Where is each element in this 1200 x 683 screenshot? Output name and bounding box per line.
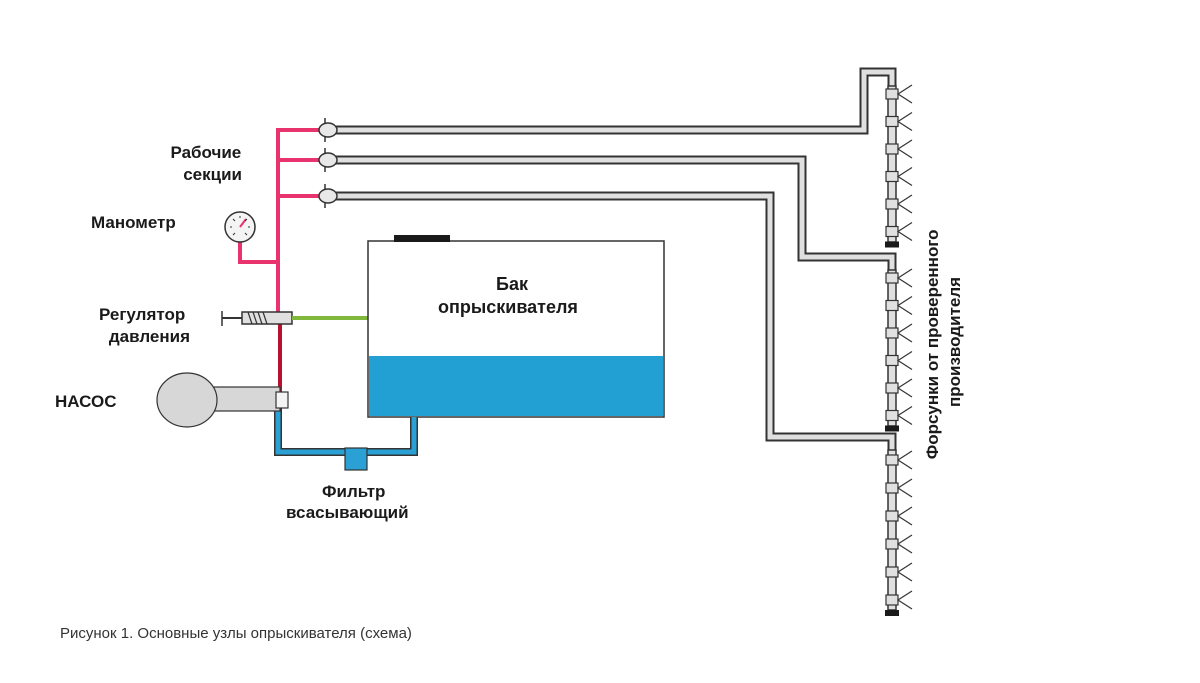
boom-pipe-section-2 — [336, 155, 897, 272]
suction-filter — [344, 447, 368, 471]
boom-end-cap — [885, 425, 899, 432]
nozzle — [885, 590, 913, 610]
tank — [367, 235, 665, 418]
pressure-regulator-label: Регулятор давления — [99, 305, 190, 346]
nozzle — [885, 506, 913, 526]
pump-icon — [156, 372, 289, 428]
nozzle — [885, 562, 913, 582]
pressure-manifold — [238, 128, 320, 318]
nozzle — [885, 450, 913, 470]
nozzle-boom-3 — [885, 449, 913, 616]
figure-caption: Рисунок 1. Основные узлы опрыскивателя (… — [60, 625, 412, 642]
manometer-label: Манометр — [91, 213, 176, 232]
nozzle — [885, 84, 913, 104]
boom-end-cap — [885, 241, 899, 248]
boom-end-cap — [885, 610, 899, 616]
nozzle — [885, 268, 913, 288]
tank-liquid — [369, 356, 663, 416]
section-valve-1[interactable] — [318, 118, 338, 142]
nozzle — [885, 166, 913, 187]
tank-label: Бак опрыскивателя — [438, 274, 578, 317]
working-sections-label: Рабочие секции — [170, 143, 246, 184]
nozzle — [885, 378, 913, 398]
pressure-regulator-icon[interactable] — [221, 311, 293, 326]
pump-label: НАСОС — [55, 392, 116, 411]
boom-pipes — [336, 67, 897, 452]
section-valve-3[interactable] — [318, 184, 338, 208]
filter-label: Фильтр всасывающий — [286, 482, 409, 522]
boom-pipe-section-3 — [336, 191, 897, 452]
nozzle — [885, 350, 913, 371]
nozzle — [885, 405, 913, 426]
nozzle — [885, 139, 913, 159]
nozzle — [885, 534, 913, 554]
tank-lid[interactable] — [394, 235, 450, 242]
nozzle — [885, 323, 913, 343]
section-valve-2[interactable] — [318, 148, 338, 172]
manometer-gauge-icon — [224, 211, 256, 243]
nozzle — [885, 478, 913, 498]
nozzle-boom-1 — [885, 84, 913, 248]
nozzle — [885, 295, 913, 316]
nozzle — [885, 221, 913, 242]
nozzle — [885, 194, 913, 214]
boom-pipe-section-1 — [336, 67, 897, 135]
nozzles-label: Форсунки от проверенного производителя — [923, 225, 964, 460]
nozzle — [885, 111, 913, 132]
nozzle-boom-2 — [885, 268, 913, 432]
